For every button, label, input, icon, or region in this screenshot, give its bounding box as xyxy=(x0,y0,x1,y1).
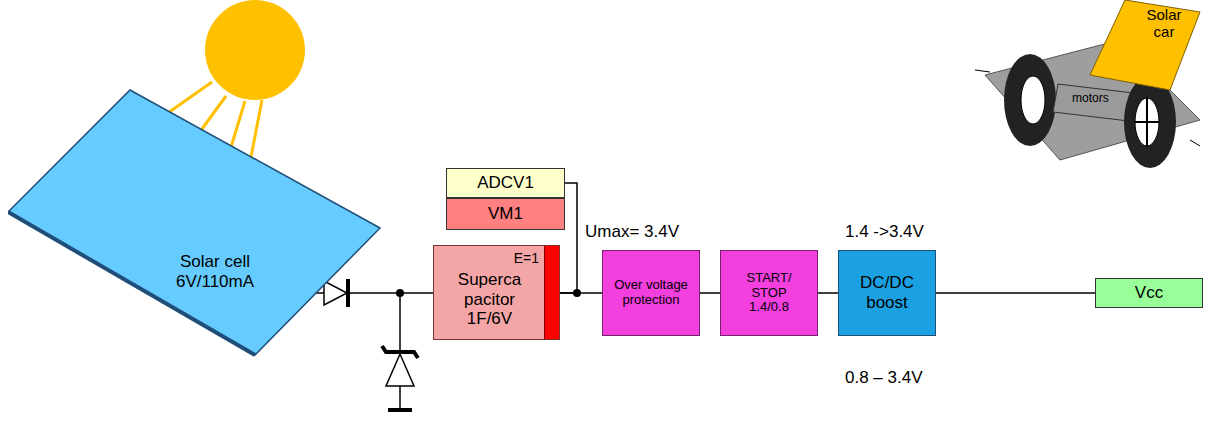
supercapacitor-box: E=1Superca pacitor 1F/6V xyxy=(433,245,560,340)
node-label: VM1 xyxy=(488,204,523,224)
sun xyxy=(205,0,305,100)
wire xyxy=(936,292,1095,294)
node-label: Solar cell 6V/110mA xyxy=(160,252,270,291)
junction-dot xyxy=(573,289,581,297)
start-stop-box: START/ STOP 1.4/0.8 xyxy=(720,250,818,336)
node-label: DC/DC boost xyxy=(852,273,922,312)
wire xyxy=(700,292,720,294)
meter-box: VM1 xyxy=(446,198,565,230)
dcdc-boost-box: DC/DC boost xyxy=(838,250,936,336)
solar-car-illustration xyxy=(975,0,1200,168)
diode-symbol xyxy=(324,279,348,307)
voltage-limit-label: Umax= 3.4V xyxy=(585,222,679,242)
junction-dot xyxy=(396,289,404,297)
node-label: E=1 xyxy=(514,250,539,266)
protection-box: Over voltage protection xyxy=(602,250,700,336)
output-box: Vcc xyxy=(1095,278,1203,308)
wire xyxy=(818,292,838,294)
node-text: Superca pacitor 1F/6V xyxy=(454,270,526,329)
node-label: ADCV1 xyxy=(477,173,534,193)
node-label: Over voltage protection xyxy=(611,278,691,308)
zener-diode-symbol xyxy=(382,293,418,410)
node-label: START/ STOP 1.4/0.8 xyxy=(741,271,797,316)
panel-outline xyxy=(8,88,382,358)
input-range-label: 0.8 – 3.4V xyxy=(845,368,923,388)
capacitor-plate-strip xyxy=(544,246,559,339)
car-body-label: Solar car xyxy=(1140,6,1188,41)
solar-cell-panel: Solar cell 6V/110mA xyxy=(8,88,382,358)
node-label: Vcc xyxy=(1135,283,1163,303)
input-range-label: 1.4 ->3.4V xyxy=(845,222,924,242)
meter-box: ADCV1 xyxy=(446,168,565,198)
motor-label: motors xyxy=(1072,92,1109,106)
